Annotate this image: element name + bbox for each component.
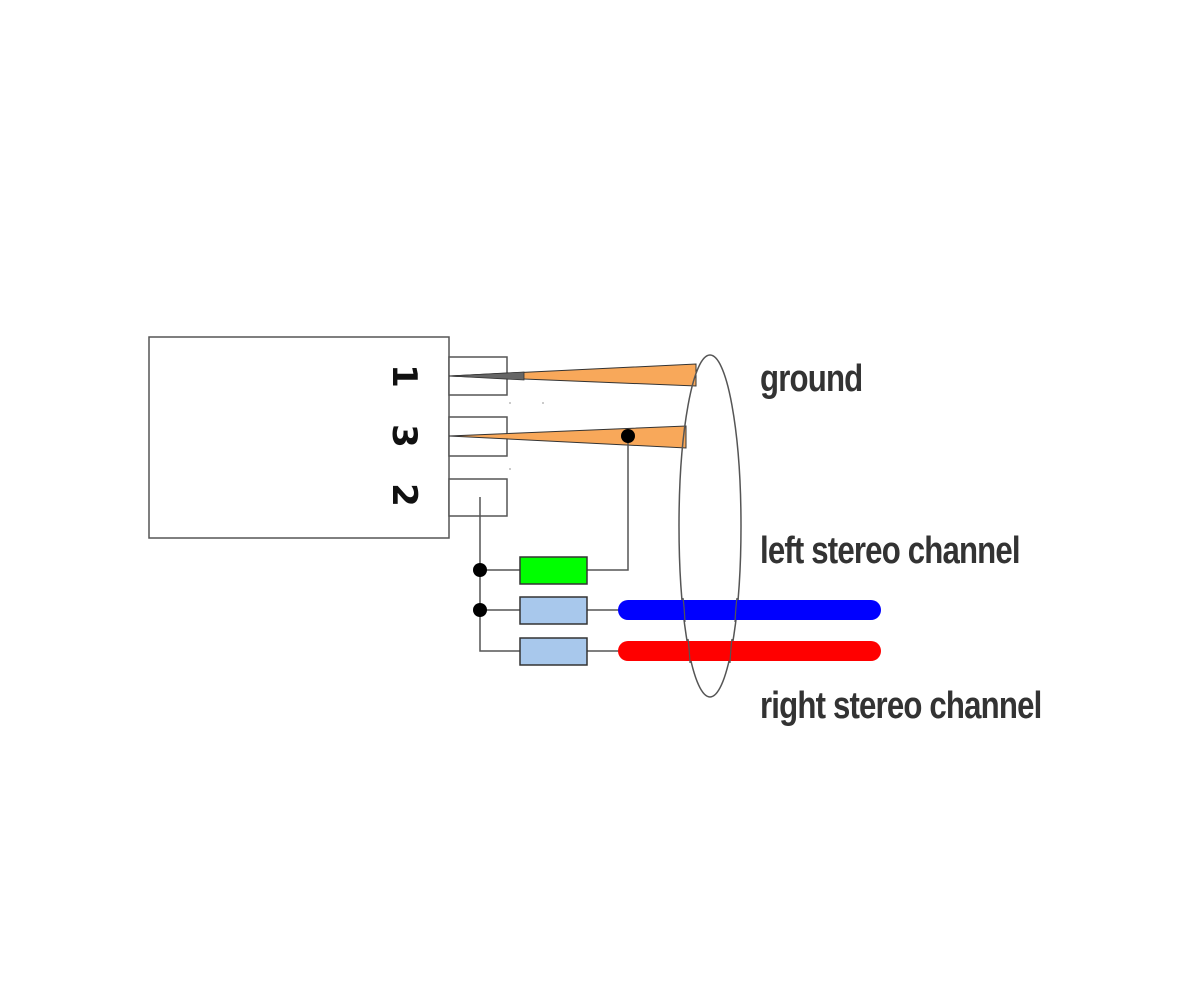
ground-resistor-to-wire [587, 436, 629, 571]
connector-body [148, 336, 450, 539]
pin-2-contact [448, 478, 508, 517]
pin-number-3: 3 [384, 424, 424, 448]
label-left-stereo-channel: left stereo channel [760, 530, 1021, 572]
cable-bundle-front-arc [687, 638, 691, 664]
cable-bundle-front-arc [734, 597, 738, 623]
pin-number-2: 2 [384, 483, 424, 507]
pin-number-1: 1 [384, 364, 424, 388]
junction-dot [621, 429, 635, 443]
label-ground: ground [760, 358, 863, 400]
cable-bundle-front-arc [729, 638, 733, 664]
label-right-stereo-channel: right stereo channel [760, 685, 1042, 727]
artifact-dot [542, 402, 544, 404]
cable-bundle-front-arc [682, 597, 686, 623]
artifact-dot [509, 402, 511, 404]
pin-2-common-wire [479, 497, 520, 652]
right-channel-resistor [519, 637, 588, 666]
junction-dot [473, 563, 487, 577]
left-channel-resistor [519, 596, 588, 625]
ground-resistor [519, 556, 588, 585]
ground-wire-pin-1-tip [448, 371, 525, 381]
cable-bundle-outline [678, 354, 742, 698]
junction-dot [473, 603, 487, 617]
artifact-dot [509, 468, 511, 470]
